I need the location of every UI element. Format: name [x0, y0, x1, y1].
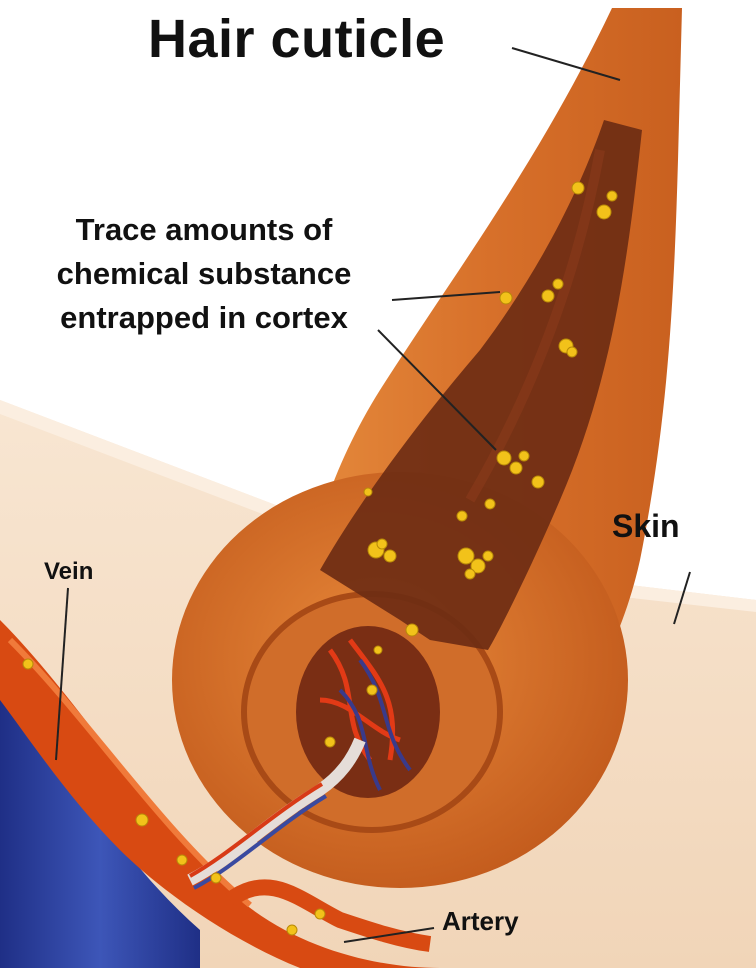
- vein-label: Vein: [44, 558, 93, 586]
- artery-label: Artery: [442, 906, 519, 937]
- chemical-substance-label: Trace amounts of chemical substance entr…: [4, 208, 404, 340]
- hair-cuticle-label: Hair cuticle: [148, 8, 445, 70]
- dermal-papilla: [296, 626, 440, 798]
- chemical-label-line-1: Trace amounts of: [4, 208, 404, 252]
- chemical-label-line-3: entrapped in cortex: [4, 296, 404, 340]
- skin-label: Skin: [612, 508, 680, 545]
- chemical-label-line-2: chemical substance: [4, 252, 404, 296]
